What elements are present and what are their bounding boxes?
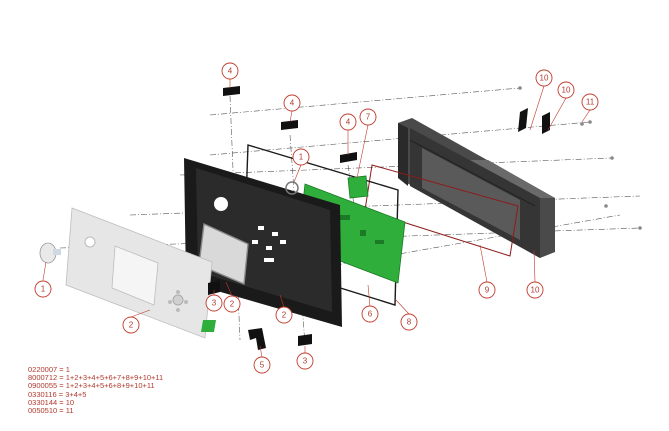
callout-leaders: [42, 79, 591, 358]
callout-4-b: 4: [283, 94, 301, 112]
callout-11: 11: [581, 93, 599, 111]
svg-text:1: 1: [41, 285, 46, 294]
callout-2-front-plate: 2: [122, 316, 140, 334]
bom-line: 0220007 = 1: [28, 365, 70, 374]
svg-text:6: 6: [368, 310, 373, 319]
callout-7: 7: [359, 108, 377, 126]
callout-5: 5: [253, 356, 271, 374]
front-plate: [65, 207, 213, 339]
svg-text:4: 4: [228, 67, 233, 76]
ring-part: [285, 181, 299, 195]
bom-line: 0050510 = 11: [28, 406, 74, 416]
callout-bubbles: 1 2 2 2 3 3 4 4 4 5 6 7 8 9 10 10 10 11 …: [34, 62, 599, 374]
svg-text:3: 3: [212, 299, 217, 308]
bill-of-materials: 0220007 = 1 8000712 = 1+2+3+4+5+6+7+8+9+…: [28, 365, 164, 416]
svg-text:4: 4: [346, 118, 351, 127]
callout-3-left: 3: [205, 294, 223, 312]
callout-10-a: 10: [535, 69, 553, 87]
callout-1-ring: 1: [292, 148, 310, 166]
svg-text:10: 10: [562, 86, 571, 95]
callout-4-c: 4: [339, 113, 357, 131]
bom-line: 0330144 = 10: [28, 397, 75, 407]
svg-text:2: 2: [129, 321, 134, 330]
svg-text:10: 10: [531, 286, 540, 295]
rear-housing: [398, 118, 555, 258]
callout-4-a: 4: [221, 62, 239, 80]
svg-text:7: 7: [366, 113, 371, 122]
svg-text:1: 1: [299, 153, 304, 162]
callout-10-c: 10: [526, 281, 544, 299]
svg-text:2: 2: [282, 311, 287, 320]
callout-6: 6: [361, 305, 379, 323]
callout-2-lcd: 2: [223, 295, 241, 313]
svg-text:9: 9: [485, 286, 490, 295]
bom-line: 0900055 = 1+2+3+4+5+6+8+9+10+11: [28, 381, 155, 391]
svg-text:4: 4: [290, 99, 295, 108]
callout-3-bottom: 3: [296, 352, 314, 370]
svg-text:8: 8: [407, 318, 412, 327]
callout-10-b: 10: [557, 81, 575, 99]
svg-text:11: 11: [586, 98, 595, 107]
callout-2-bezel: 2: [275, 306, 293, 324]
knob-part: [39, 242, 61, 264]
callout-8: 8: [400, 313, 418, 331]
clips: [208, 86, 550, 350]
flex-connector: [201, 320, 216, 332]
callout-9: 9: [478, 281, 496, 299]
small-pcb: [347, 175, 369, 199]
screws: [518, 86, 642, 230]
svg-text:5: 5: [260, 361, 265, 370]
callout-1-knob: 1: [34, 280, 52, 298]
svg-text:3: 3: [303, 357, 308, 366]
svg-text:10: 10: [540, 74, 549, 83]
svg-text:2: 2: [230, 300, 235, 309]
bom-line: 8000712 = 1+2+3+4+5+6+7+8+9+10+11: [28, 373, 164, 383]
bom-line: 0330116 = 3+4+5: [28, 389, 87, 399]
